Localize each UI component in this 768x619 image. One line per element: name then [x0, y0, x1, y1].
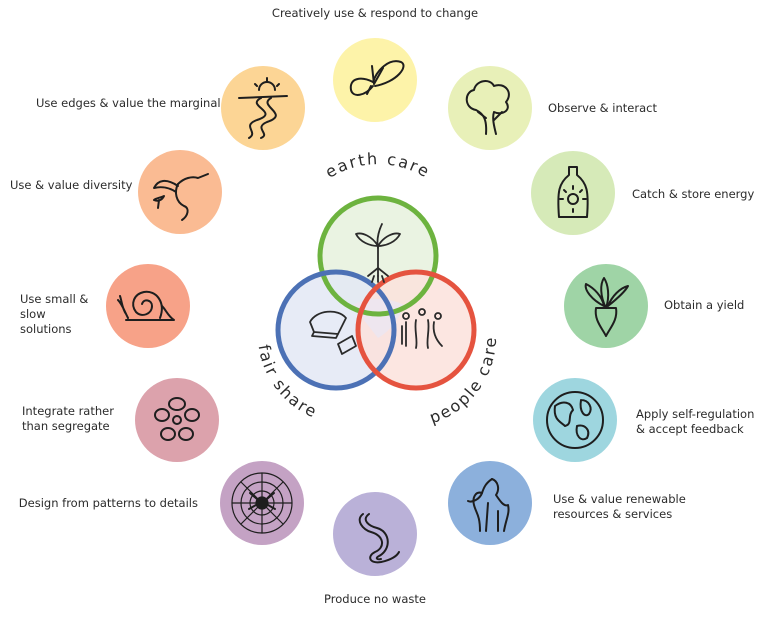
pie-slices-icon — [309, 310, 357, 355]
principle-disk-river — [221, 66, 305, 150]
bottle-sun-icon — [557, 166, 589, 218]
snail-icon — [117, 290, 175, 321]
flower-circle-disk — [135, 378, 219, 462]
people-icon — [401, 308, 443, 349]
principle-label-energy: Catch & store energy — [632, 187, 755, 201]
principle-label-edges: Use edges & value the marginal — [36, 96, 221, 110]
horse-disk — [448, 461, 532, 545]
principle-disk-hummingbird — [138, 150, 222, 234]
principle-label-integrate: Integrate rather than segregate — [22, 404, 114, 433]
tree-disk — [448, 66, 532, 150]
principle-label-small-slow: Use small & slow solutions — [20, 292, 89, 336]
radish-icon — [584, 277, 629, 337]
butterfly-icon — [349, 60, 405, 96]
people-care-ring — [355, 269, 477, 391]
spiderweb-icon — [231, 472, 293, 534]
principle-label-change: Creatively use & respond to change — [271, 6, 479, 20]
flower-circle-icon — [154, 397, 200, 441]
globe-disk — [533, 378, 617, 462]
seedling-icon — [355, 223, 401, 283]
principle-label-self-regulation: Apply self-regulation & accept feedback — [636, 407, 755, 436]
horse-icon — [467, 478, 510, 532]
principle-label-observe: Observe & interact — [548, 101, 657, 115]
principle-disk-bottle — [531, 151, 615, 235]
globe-icon — [546, 391, 604, 449]
principle-label-patterns: Design from patterns to details — [18, 496, 198, 510]
principle-label-renewable: Use & value renewable resources & servic… — [553, 492, 686, 521]
ethics-venn — [275, 195, 477, 391]
river-sun-icon — [238, 77, 288, 139]
principle-label-waste: Produce no waste — [324, 592, 426, 606]
snail-disk — [106, 264, 190, 348]
hummingbird-disk — [138, 150, 222, 234]
principle-disk-horse — [448, 461, 532, 545]
principle-disk-globe — [533, 378, 617, 462]
river-sun-disk — [221, 66, 305, 150]
principle-disk-spiderweb — [220, 461, 304, 545]
principle-disk-radish — [564, 264, 648, 348]
principle-disk-flower — [135, 378, 219, 462]
principle-label-diversity: Use & value diversity — [10, 178, 133, 192]
principle-disk-snail — [106, 264, 190, 348]
ethic-label-earth-care: earth care — [322, 149, 434, 182]
butterfly-disk — [333, 38, 417, 122]
principle-disk-butterfly — [333, 38, 417, 122]
hummingbird-icon — [153, 173, 209, 221]
fair-share-ring — [275, 269, 397, 391]
principle-disk-worm — [333, 492, 417, 576]
worm-icon — [358, 513, 400, 564]
principle-label-yield: Obtain a yield — [664, 298, 745, 312]
tree-icon — [465, 80, 510, 135]
earth-care-ring — [317, 195, 439, 317]
principle-disk-tree — [448, 66, 532, 150]
